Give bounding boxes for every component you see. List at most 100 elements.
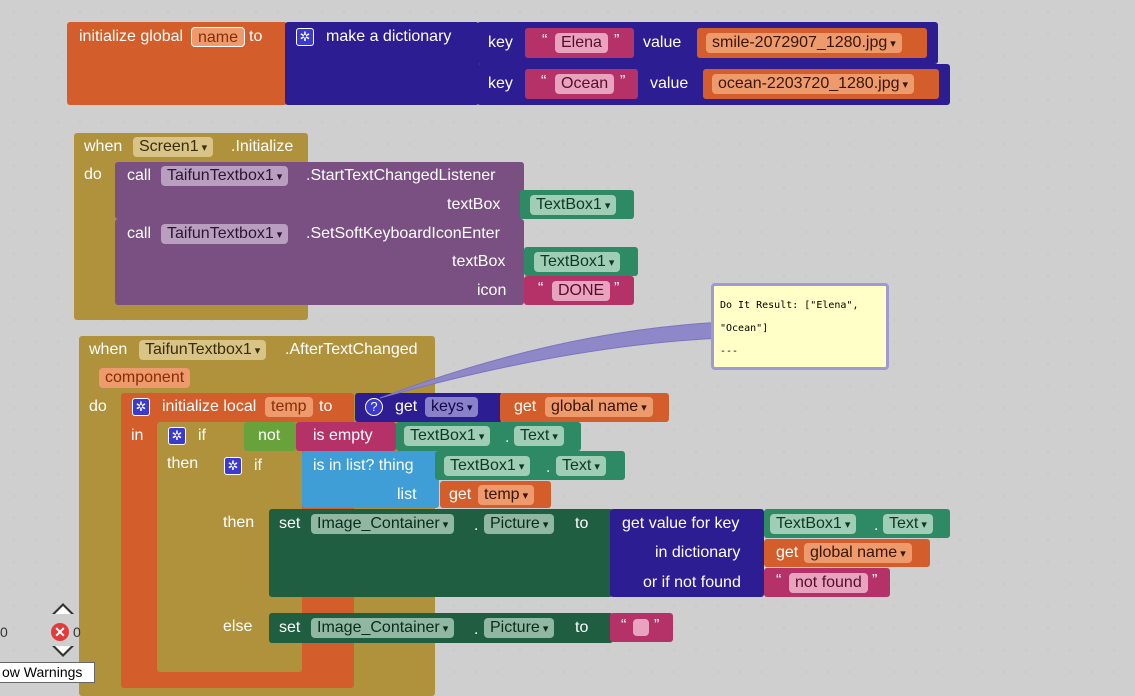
image-container-dropdown[interactable]: Image_Container	[311, 514, 455, 534]
to-label: to	[249, 28, 263, 45]
mutator-gear-icon[interactable]: ✲	[168, 427, 186, 445]
mutator-gear-icon[interactable]: ✲	[296, 28, 314, 46]
open-quote-icon: “	[776, 572, 782, 589]
get-value-for-key-block[interactable]	[610, 509, 764, 597]
open-quote-icon: “	[541, 73, 547, 90]
help-icon[interactable]: ?	[365, 398, 383, 416]
get-label: get	[514, 398, 537, 415]
list-label: list	[397, 486, 417, 503]
result-line-2: "Ocean"]	[720, 323, 769, 334]
textbox-arg-label: textBox	[452, 253, 506, 270]
open-quote-icon: “	[538, 280, 544, 297]
initialize-global-label: initialize global	[79, 28, 184, 45]
get-label: get	[776, 544, 799, 561]
dot-separator: .	[505, 429, 510, 446]
taifun-component-dropdown[interactable]: TaifunTextbox1	[161, 224, 289, 244]
close-quote-icon: ”	[614, 280, 620, 297]
get-label: get	[395, 398, 418, 415]
textbox1-dropdown[interactable]: TextBox1	[404, 426, 491, 446]
text-property-dropdown[interactable]: Text	[883, 514, 933, 534]
close-quote-icon: ”	[654, 617, 660, 634]
picture-property-dropdown[interactable]: Picture	[484, 514, 555, 534]
after-text-changed-label: .AfterTextChanged	[285, 341, 418, 358]
then-label: then	[167, 455, 199, 472]
error-icon: ✕	[51, 623, 69, 641]
do-it-result-bubble[interactable]: Do It Result: ["Elena", "Ocean"] ---	[711, 283, 889, 370]
call-label: call	[127, 225, 152, 242]
do-label: do	[89, 398, 107, 415]
result-line-3: ---	[720, 346, 739, 357]
to-label: to	[575, 515, 589, 532]
in-label: in	[131, 427, 144, 444]
empty-text[interactable]	[633, 619, 649, 636]
dot-separator: .	[474, 517, 479, 534]
not-block[interactable]	[244, 422, 296, 451]
start-listener-method: .StartTextChangedListener	[306, 167, 496, 184]
is-empty-label: is empty	[313, 427, 373, 444]
mutator-gear-icon[interactable]: ✲	[132, 398, 150, 416]
icon-arg-label: icon	[477, 282, 507, 299]
screen1-dropdown[interactable]: Screen1	[133, 137, 214, 157]
textbox1-dropdown[interactable]: TextBox1	[444, 456, 531, 476]
textbox-arg-label: textBox	[447, 196, 501, 213]
component-param[interactable]: component	[99, 368, 191, 388]
result-line-1: Do It Result: ["Elena",	[720, 300, 859, 311]
text-property-dropdown[interactable]: Text	[556, 456, 606, 476]
textbox1-dropdown[interactable]: TextBox1	[530, 195, 617, 215]
make-dictionary-label: make a dictionary	[326, 28, 452, 45]
set-label: set	[279, 619, 301, 636]
or-if-not-found-label: or if not found	[643, 574, 741, 591]
if-label: if	[254, 457, 262, 474]
global-name-dropdown[interactable]: global name	[545, 397, 653, 417]
global-name-dropdown[interactable]: global name	[804, 543, 912, 563]
is-in-list-label: is in list? thing	[313, 457, 414, 474]
temp-dropdown[interactable]: temp	[478, 485, 535, 505]
done-text[interactable]: DONE	[552, 281, 611, 301]
not-label: not	[258, 427, 281, 444]
to-label: to	[575, 619, 589, 636]
dot-separator: .	[474, 621, 479, 638]
initialize-global-block[interactable]	[67, 22, 287, 105]
textbox1-dropdown[interactable]: TextBox1	[770, 514, 857, 534]
when-label: when	[84, 138, 123, 155]
pair2-key-label: key	[488, 75, 513, 92]
mutator-gear-icon[interactable]: ✲	[224, 457, 242, 475]
textbox1-dropdown[interactable]: TextBox1	[534, 252, 621, 272]
toggle-down-icon-inner	[55, 646, 71, 654]
is-in-list-block[interactable]	[302, 451, 439, 508]
dot-separator: .	[546, 459, 551, 476]
to-label: to	[319, 398, 333, 415]
value1-dropdown[interactable]: smile-2072907_1280.jpg	[706, 33, 902, 53]
text-property-dropdown[interactable]: Text	[514, 426, 564, 446]
taifun-component-dropdown[interactable]: TaifunTextbox1	[161, 166, 289, 186]
errors-count: 0	[73, 624, 81, 640]
pair2-value-label: value	[650, 75, 689, 92]
get-value-for-key-label: get value for key	[622, 515, 740, 532]
close-quote-icon: ”	[620, 73, 626, 90]
keys-dropdown[interactable]: keys	[425, 397, 479, 417]
then-label: then	[223, 514, 255, 531]
dot-separator: .	[874, 517, 879, 534]
show-warnings-button[interactable]: ow Warnings	[0, 662, 95, 683]
make-dictionary-block[interactable]	[285, 22, 479, 105]
value2-dropdown[interactable]: ocean-2203720_1280.jpg	[712, 74, 915, 94]
key2-text[interactable]: Ocean	[555, 74, 615, 94]
global-var-name[interactable]: name	[191, 27, 246, 47]
initialize-event-label: .Initialize	[231, 138, 294, 155]
toggle-up-icon-inner	[55, 606, 71, 614]
warnings-count: 0	[0, 624, 8, 640]
picture-property-dropdown[interactable]: Picture	[484, 618, 555, 638]
pair1-key-label: key	[488, 34, 513, 51]
open-quote-icon: “	[621, 617, 627, 634]
get-label: get	[449, 486, 472, 503]
not-found-text[interactable]: not found	[789, 573, 868, 593]
image-container-dropdown[interactable]: Image_Container	[311, 618, 455, 638]
if-label: if	[198, 427, 206, 444]
local-var-name[interactable]: temp	[265, 397, 313, 417]
do-label: do	[84, 166, 102, 183]
taifun-event-dropdown[interactable]: TaifunTextbox1	[139, 340, 267, 360]
key1-text[interactable]: Elena	[555, 33, 608, 53]
in-dictionary-label: in dictionary	[655, 544, 741, 561]
is-empty-block[interactable]	[296, 422, 396, 451]
